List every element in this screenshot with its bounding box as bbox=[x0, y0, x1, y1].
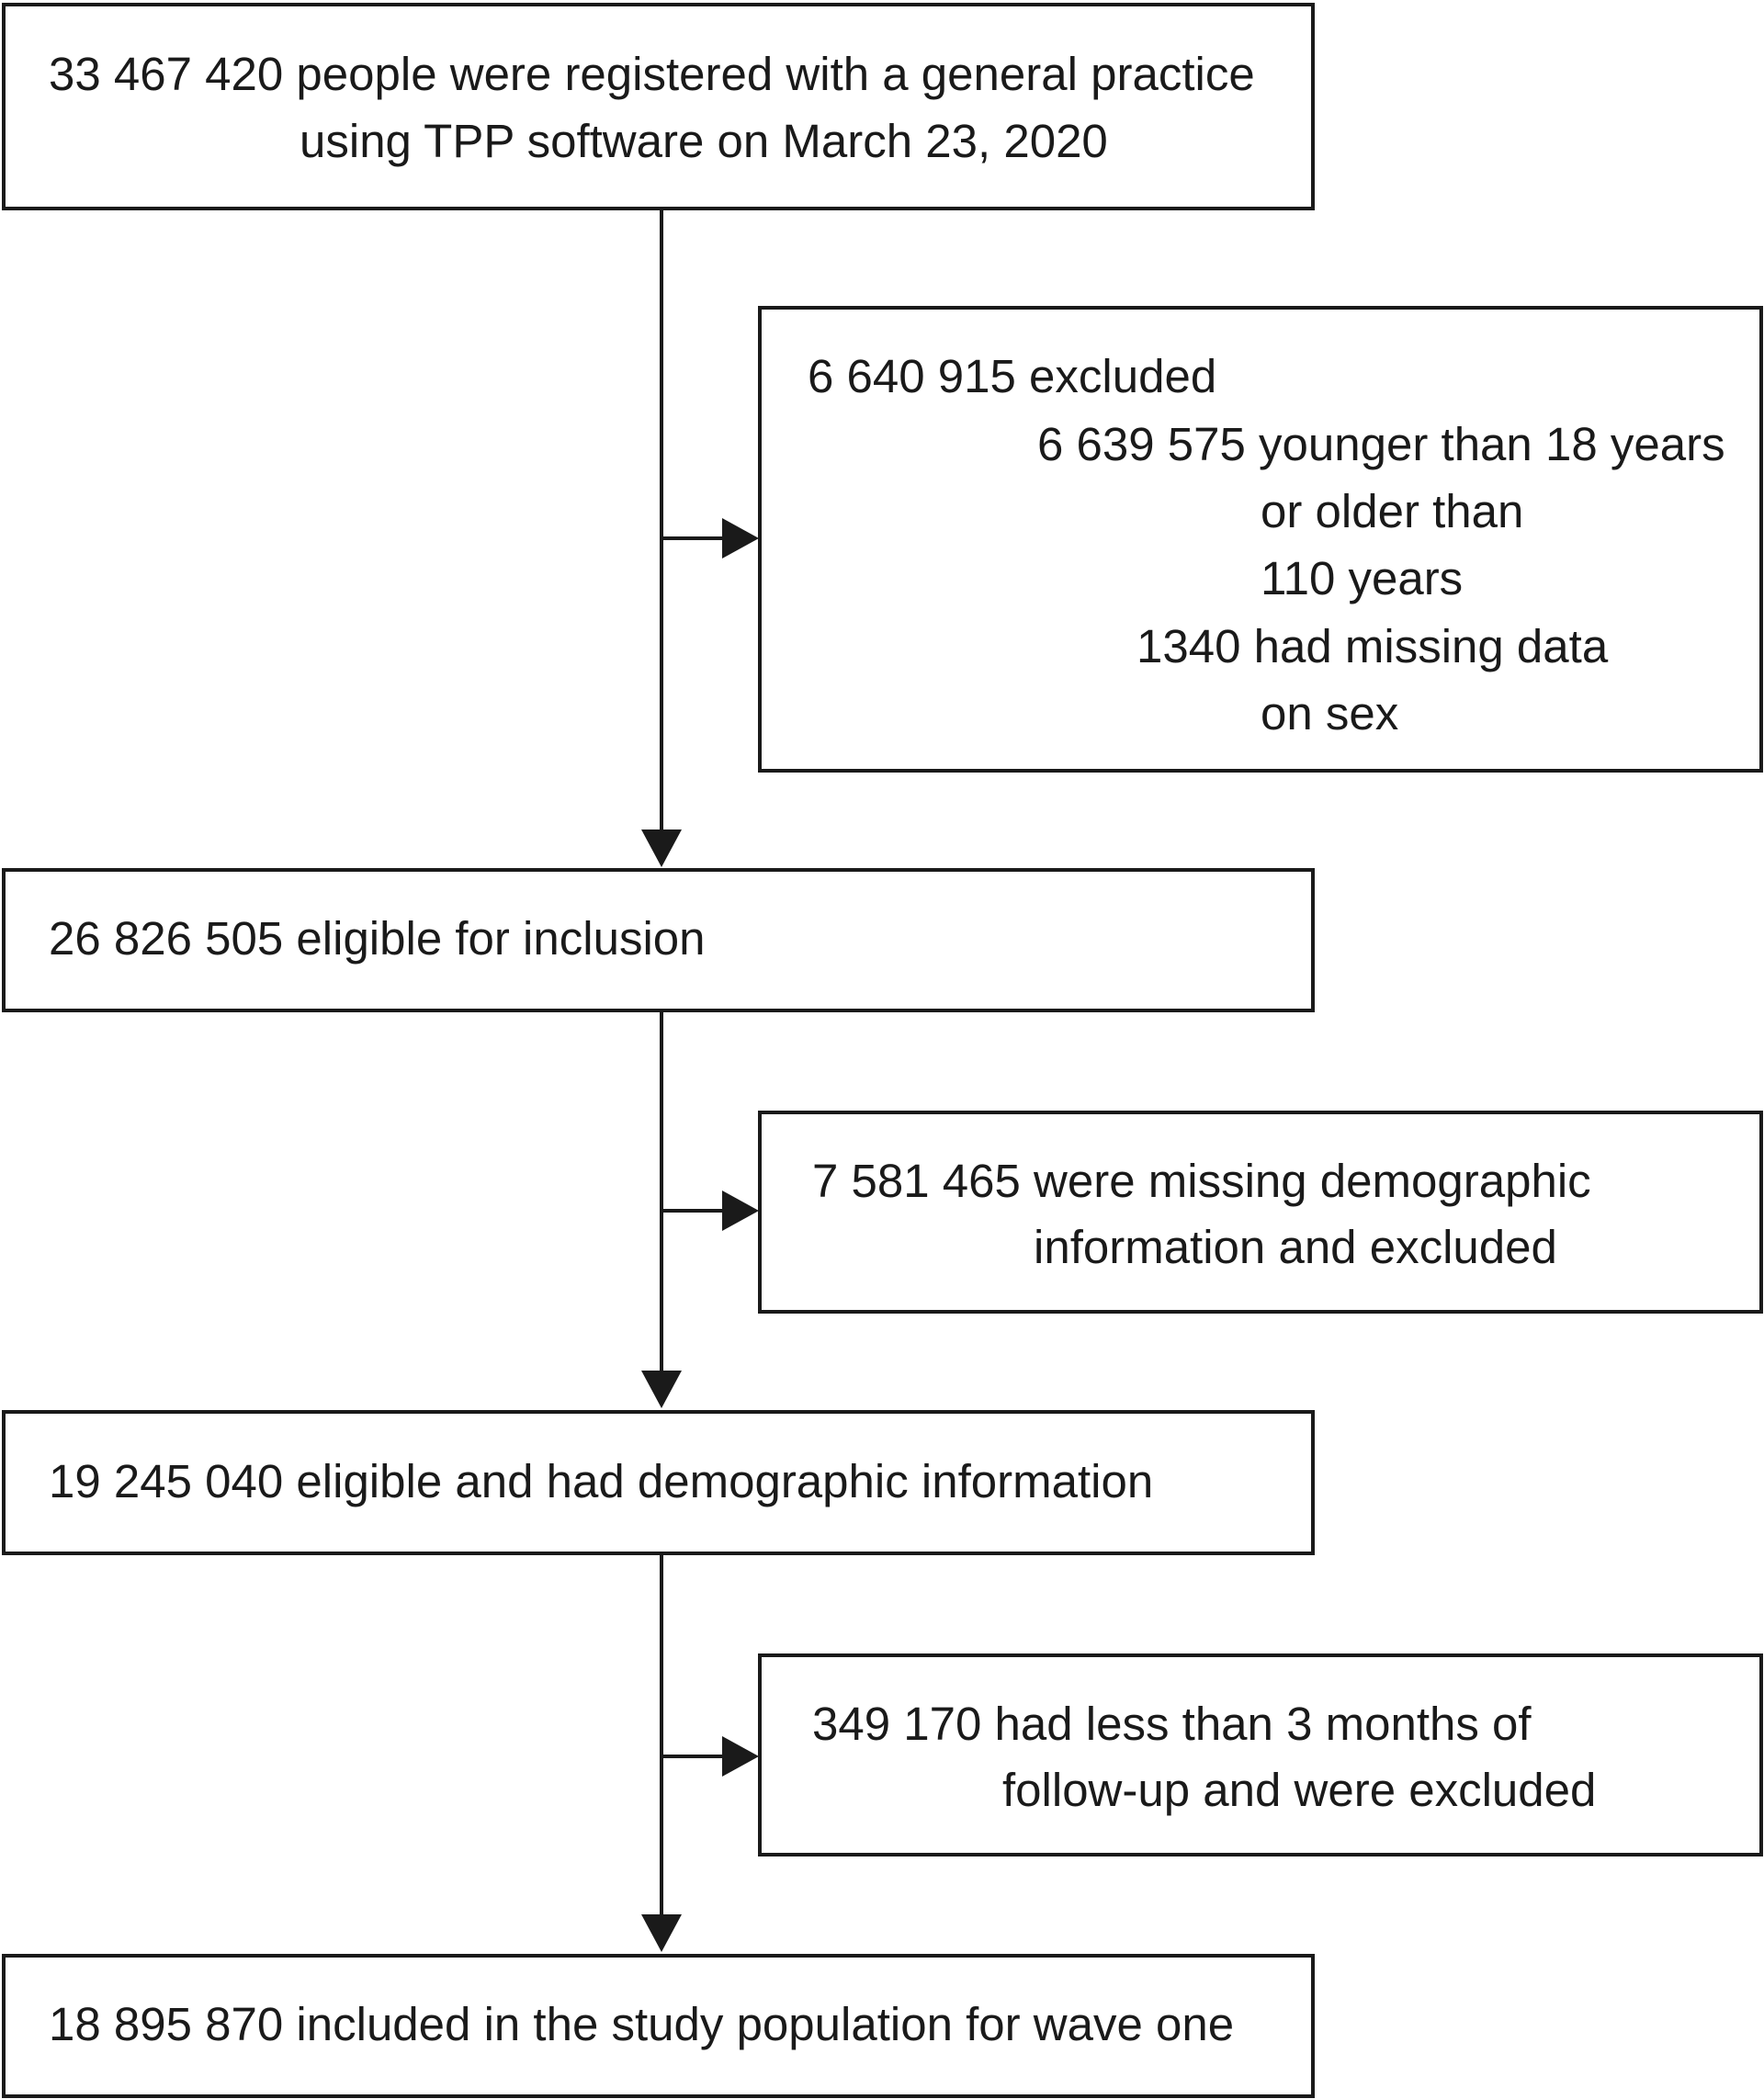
study-population-box: 18 895 870 included in the study populat… bbox=[2, 1954, 1315, 2098]
excluded-sex-line-1: 1340 had missing data bbox=[1136, 620, 1609, 672]
excluded-followup-line-1: 349 170 had less than 3 months of bbox=[812, 1698, 1532, 1750]
registered-line-1: 33 467 420 people were registered with a… bbox=[49, 48, 1255, 100]
arrow-right-2 bbox=[722, 1191, 759, 1231]
study-population-line: 18 895 870 included in the study populat… bbox=[49, 1998, 1235, 2050]
arrow-down-2 bbox=[641, 1371, 682, 1408]
eligible-demographic-box: 19 245 040 eligible and had demographic … bbox=[2, 1410, 1315, 1555]
excluded-demographic-line-1: 7 581 465 were missing demographic bbox=[812, 1155, 1591, 1207]
excluded-sex-line-2: on sex bbox=[1261, 687, 1399, 739]
arrow-right-3 bbox=[722, 1736, 759, 1777]
excluded-age-sex-box: 6 640 915 excluded 6 639 575 younger tha… bbox=[758, 306, 1763, 773]
excluded-age-line-3: 110 years bbox=[1261, 552, 1464, 604]
registered-line-2: using TPP software on March 23, 2020 bbox=[300, 115, 1108, 167]
excluded-demographic-box: 7 581 465 were missing demographic infor… bbox=[758, 1111, 1763, 1314]
registered-box: 33 467 420 people were registered with a… bbox=[2, 3, 1315, 210]
excluded-followup-box: 349 170 had less than 3 months of follow… bbox=[758, 1653, 1763, 1856]
excluded-followup-line-2: follow-up and were excluded bbox=[1002, 1764, 1597, 1816]
eligible-box: 26 826 505 eligible for inclusion bbox=[2, 868, 1315, 1012]
eligible-demographic-line: 19 245 040 eligible and had demographic … bbox=[49, 1455, 1154, 1507]
excluded-demographic-line-2: information and excluded bbox=[1034, 1221, 1557, 1273]
excluded-age-line-1: 6 639 575 younger than 18 years bbox=[1037, 418, 1725, 470]
arrow-right-1 bbox=[722, 518, 759, 559]
excluded-total-line: 6 640 915 excluded bbox=[808, 350, 1217, 402]
arrow-down-1 bbox=[641, 829, 682, 867]
eligible-line: 26 826 505 eligible for inclusion bbox=[49, 912, 706, 965]
arrow-down-3 bbox=[641, 1914, 682, 1952]
excluded-age-line-2: or older than bbox=[1261, 485, 1524, 537]
